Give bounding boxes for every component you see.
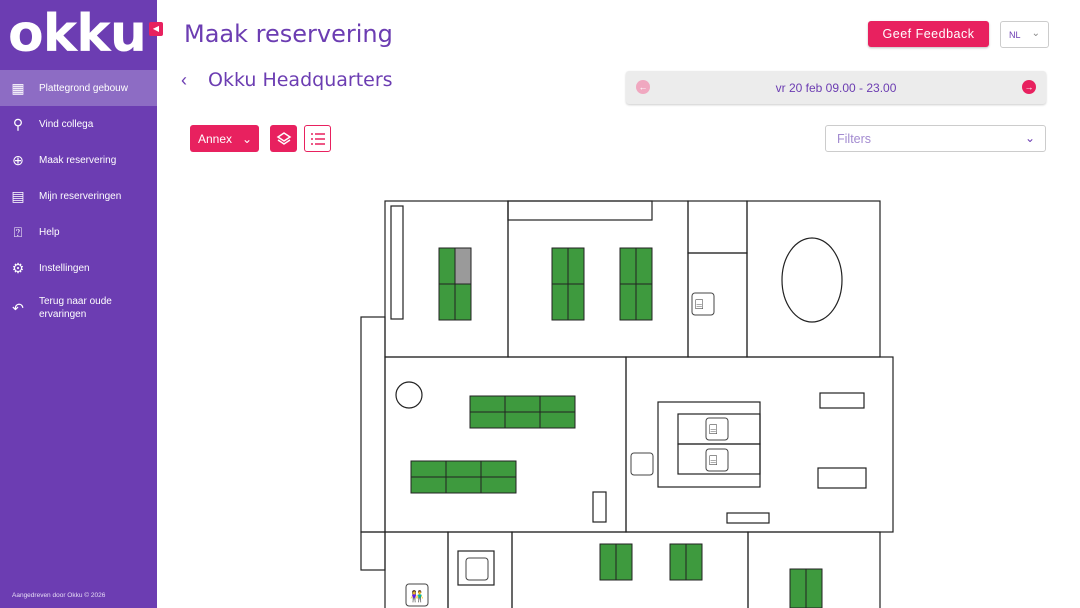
desk-available[interactable] xyxy=(619,283,637,321)
desk-available[interactable] xyxy=(635,283,653,321)
footer-credit: Aangedreven door Okku © 2026 xyxy=(12,592,106,599)
desk-occupied[interactable] xyxy=(454,247,472,285)
desk-available[interactable] xyxy=(504,411,541,429)
desk-available[interactable] xyxy=(438,247,456,285)
undo-icon: ↶ xyxy=(12,299,24,316)
desk-available[interactable] xyxy=(635,247,653,285)
desk-available[interactable] xyxy=(539,395,576,413)
desk-available[interactable] xyxy=(469,395,506,413)
stairs-icons: ⌸ ⌸ ⌸ 👫 xyxy=(405,292,729,607)
floorplan-icon: ▦ xyxy=(11,79,25,96)
desk-available[interactable] xyxy=(438,283,456,321)
sidebar-item-label: Mijn reserveringen xyxy=(39,190,122,202)
filters-dropdown[interactable]: Filters ⌄ xyxy=(825,125,1046,152)
date-range[interactable]: vr 20 feb 09.00 - 23.00 xyxy=(775,80,897,95)
plus-circle-icon: ⊕ xyxy=(12,151,24,168)
svg-text:⌸: ⌸ xyxy=(709,452,717,468)
filters-placeholder: Filters xyxy=(837,131,872,146)
desk-available[interactable] xyxy=(615,543,633,581)
find-person-icon: ⚲ xyxy=(12,115,24,132)
layers-icon xyxy=(276,131,291,145)
desk-available[interactable] xyxy=(685,543,703,581)
desk-available[interactable] xyxy=(599,543,617,581)
desk-available[interactable] xyxy=(567,247,585,285)
sidebar-item-label: Terug naar oude ervaringen xyxy=(39,296,112,320)
sidebar-item-help[interactable]: ⍰ Help xyxy=(0,214,157,250)
sidebar-item-label: Maak reservering xyxy=(39,154,117,166)
help-icon: ⍰ xyxy=(13,223,23,240)
list-icon xyxy=(310,132,325,145)
desk-available[interactable] xyxy=(410,476,447,494)
previous-day-button[interactable]: ← xyxy=(636,80,650,94)
desk-available[interactable] xyxy=(789,568,807,608)
sidebar-nav: ▦ Plattegrond gebouw ⚲ Vind collega ⊕ Maak … xyxy=(0,70,157,330)
walls xyxy=(360,200,894,608)
desk-available[interactable] xyxy=(619,247,637,285)
desk-available[interactable] xyxy=(504,395,541,413)
desk-available[interactable] xyxy=(445,460,482,478)
floor-select[interactable]: Annex ⌄ xyxy=(190,125,259,152)
sidebar-item-maak-reservering[interactable]: ⊕ Maak reservering xyxy=(0,142,157,178)
desk-available[interactable] xyxy=(454,283,472,321)
sidebar-item-label: Vind collega xyxy=(39,118,94,130)
okku-logo: okku xyxy=(8,4,147,64)
sidebar-item-label: Plattegrond gebouw xyxy=(39,82,128,94)
language-select[interactable]: NL ⌄ xyxy=(1000,21,1049,48)
sidebar-item-mijn-reserveringen[interactable]: ▤ Mijn reserveringen xyxy=(0,178,157,214)
sidebar-item-label: Instellingen xyxy=(39,262,90,274)
back-button[interactable]: ‹ xyxy=(181,70,187,90)
chevron-down-icon: ⌄ xyxy=(1031,28,1040,39)
feedback-button[interactable]: Geef Feedback xyxy=(868,21,989,47)
desk-available[interactable] xyxy=(480,476,517,494)
desk-available[interactable] xyxy=(480,460,517,478)
sidebar-item-instellingen[interactable]: ⚙ Instellingen xyxy=(0,250,157,286)
desk-available[interactable] xyxy=(469,411,506,429)
desk-available[interactable] xyxy=(539,411,576,429)
layers-button[interactable] xyxy=(270,125,297,152)
sidebar: okku ◀ ▦ Plattegrond gebouw ⚲ Vind collega… xyxy=(0,0,163,608)
list-view-button[interactable] xyxy=(304,125,331,152)
sidebar-item-terug[interactable]: ↶ Terug naar oude ervaringen xyxy=(0,286,157,330)
calendar-icon: ▤ xyxy=(11,187,25,204)
desk-available[interactable] xyxy=(551,283,569,321)
desk-available[interactable] xyxy=(567,283,585,321)
gear-icon: ⚙ xyxy=(11,259,25,276)
sidebar-item-label: Help xyxy=(39,226,60,238)
sidebar-item-vind-collega[interactable]: ⚲ Vind collega xyxy=(0,106,157,142)
desk-available[interactable] xyxy=(551,247,569,285)
desk-available[interactable] xyxy=(445,476,482,494)
chevron-down-icon: ⌄ xyxy=(242,131,253,146)
desk-available[interactable] xyxy=(410,460,447,478)
collapse-sidebar-button[interactable]: ◀ xyxy=(149,22,163,36)
svg-text:⌸: ⌸ xyxy=(695,296,703,312)
location-title: Okku Headquarters xyxy=(208,69,393,91)
next-day-button[interactable]: → xyxy=(1022,80,1036,94)
desk-available[interactable] xyxy=(805,568,823,608)
desk-available[interactable] xyxy=(669,543,687,581)
page-title: Maak reservering xyxy=(184,20,393,48)
svg-text:👫: 👫 xyxy=(410,590,424,603)
svg-text:⌸: ⌸ xyxy=(709,421,717,437)
date-selector: ← vr 20 feb 09.00 - 23.00 → xyxy=(626,71,1046,104)
floor-value: Annex xyxy=(198,131,233,146)
desks xyxy=(410,247,823,608)
sidebar-item-plattegrond[interactable]: ▦ Plattegrond gebouw xyxy=(0,70,157,106)
language-value: NL xyxy=(1009,29,1021,40)
chevron-down-icon: ⌄ xyxy=(1024,131,1035,145)
